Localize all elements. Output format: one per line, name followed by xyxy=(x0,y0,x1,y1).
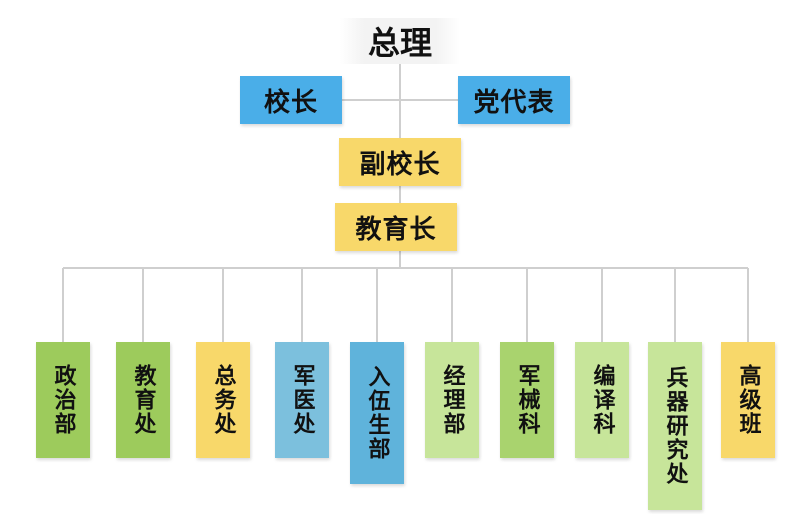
dept-medical: 军医处 xyxy=(275,342,329,458)
dept-management: 经理部 xyxy=(425,342,479,458)
dept-political: 政治部 xyxy=(36,342,90,458)
dept-general-affairs: 总务处 xyxy=(196,342,250,458)
node-party-representative: 党代表 xyxy=(458,76,570,124)
dept-recruits: 入伍生部 xyxy=(350,342,404,484)
dept-advanced-class: 高级班 xyxy=(721,342,775,458)
dept-education: 教育处 xyxy=(116,342,170,458)
dept-weapons-research: 兵器研究处 xyxy=(648,342,702,510)
node-education-chief: 教育长 xyxy=(335,203,457,251)
dept-translation: 编译科 xyxy=(575,342,629,458)
premier-title: 总理 xyxy=(340,18,460,64)
dept-ordnance: 军械科 xyxy=(500,342,554,458)
node-principal: 校长 xyxy=(240,76,342,124)
node-vice-principal: 副校长 xyxy=(339,138,461,186)
